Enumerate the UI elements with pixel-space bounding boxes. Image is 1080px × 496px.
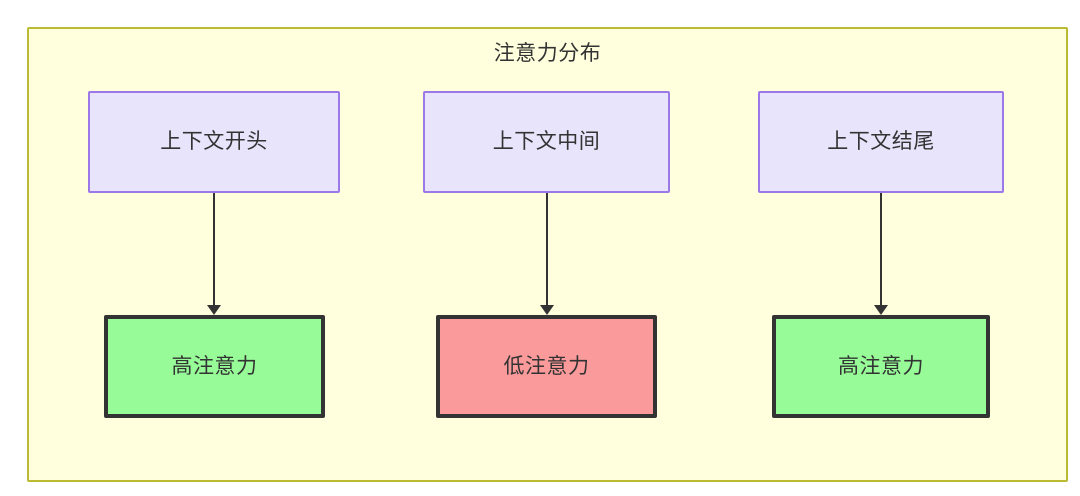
node-low-attention-middle[interactable]: 低注意力 bbox=[436, 315, 657, 418]
edge-context-start-to-high-attention bbox=[204, 193, 224, 315]
edge-context-middle-to-low-attention bbox=[537, 193, 557, 315]
arrow-down-icon bbox=[207, 305, 221, 315]
node-context-end-label: 上下文结尾 bbox=[827, 130, 935, 153]
node-low-attention-middle-label: 低注意力 bbox=[503, 354, 590, 378]
node-context-middle-label: 上下文中间 bbox=[492, 130, 601, 153]
edge-context-end-to-high-attention bbox=[871, 193, 891, 315]
node-context-middle[interactable]: 上下文中间 bbox=[423, 91, 670, 193]
node-context-start[interactable]: 上下文开头 bbox=[88, 91, 340, 193]
arrow-down-icon bbox=[540, 305, 554, 315]
subgraph-title: 注意力分布 bbox=[493, 42, 602, 65]
node-high-attention-start-label: 高注意力 bbox=[171, 354, 258, 378]
edge-line bbox=[546, 193, 548, 306]
node-high-attention-start[interactable]: 高注意力 bbox=[104, 315, 325, 418]
node-high-attention-end[interactable]: 高注意力 bbox=[772, 315, 990, 418]
node-high-attention-end-label: 高注意力 bbox=[838, 354, 924, 378]
edge-line bbox=[213, 193, 215, 306]
edge-line bbox=[880, 193, 882, 306]
arrow-down-icon bbox=[874, 305, 888, 315]
node-context-end[interactable]: 上下文结尾 bbox=[758, 91, 1004, 193]
node-context-start-label: 上下文开头 bbox=[160, 130, 268, 153]
